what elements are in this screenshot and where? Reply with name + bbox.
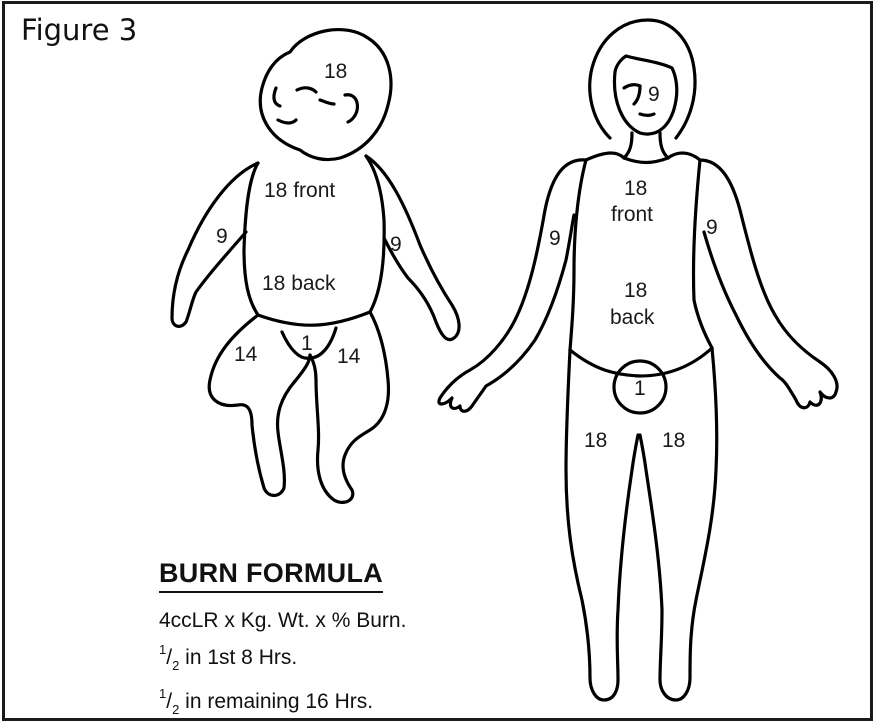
adult-right-arm — [700, 160, 837, 408]
formula-line-1: 4ccLR x Kg. Wt. x % Burn. — [159, 605, 406, 636]
infant-nose — [274, 88, 280, 106]
burn-formula-box: BURN FORMULA 4ccLR x Kg. Wt. x % Burn. 1… — [159, 558, 406, 724]
half-fraction: 1/2 — [159, 690, 179, 713]
burn-chart-illustration: 18 18 front 18 back 9 9 1 14 14 9 18 fro… — [0, 0, 879, 706]
adult-left-arm-label: 9 — [549, 227, 561, 250]
adult-nose — [634, 86, 640, 104]
adult-right-arm-label: 9 — [706, 216, 718, 239]
half-fraction: 1/2 — [159, 646, 179, 669]
adult-left-arm — [439, 160, 586, 411]
infant-left-arm-label: 9 — [216, 225, 228, 248]
infant-head-label: 18 — [324, 60, 347, 83]
adult-torso-left-side — [570, 160, 586, 350]
adult-front-number: 18 — [624, 177, 647, 200]
infant-right-leg-label: 14 — [337, 345, 361, 368]
infant-groin-label: 1 — [301, 332, 313, 355]
adult-back-number: 18 — [624, 279, 647, 302]
adult-hair — [590, 20, 695, 138]
infant-figure: 18 18 front 18 back 9 9 1 14 14 — [172, 30, 459, 503]
infant-front-label: 18 front — [264, 179, 335, 202]
adult-back-word: back — [610, 306, 655, 329]
infant-head-outline — [260, 30, 391, 160]
infant-cheek — [320, 100, 334, 104]
adult-face — [614, 56, 676, 134]
infant-right-leg — [310, 312, 388, 502]
burn-formula-title: BURN FORMULA — [159, 558, 383, 593]
adult-mouth — [640, 114, 654, 116]
infant-eye — [297, 88, 316, 92]
formula-line-2: 1/2 in 1st 8 Hrs. — [159, 636, 406, 680]
adult-head-label: 9 — [648, 83, 660, 106]
infant-mouth — [278, 120, 296, 123]
infant-left-leg-label: 14 — [234, 343, 258, 366]
adult-front-word: front — [611, 203, 653, 226]
adult-left-leg — [566, 350, 638, 700]
adult-right-leg — [640, 348, 717, 700]
infant-left-leg — [209, 315, 310, 496]
infant-back-label: 18 back — [262, 272, 336, 295]
adult-right-leg-label: 18 — [662, 429, 685, 452]
adult-figure: 9 18 front 18 back 9 9 1 18 18 — [439, 20, 837, 700]
adult-eye — [624, 85, 640, 88]
adult-neck — [624, 133, 668, 158]
infant-right-arm-label: 9 — [390, 233, 402, 256]
formula-line-3: 1/2 in remaining 16 Hrs. — [159, 680, 406, 724]
infant-ear — [345, 95, 357, 122]
adult-groin-label: 1 — [634, 377, 646, 400]
adult-left-leg-label: 18 — [584, 429, 607, 452]
